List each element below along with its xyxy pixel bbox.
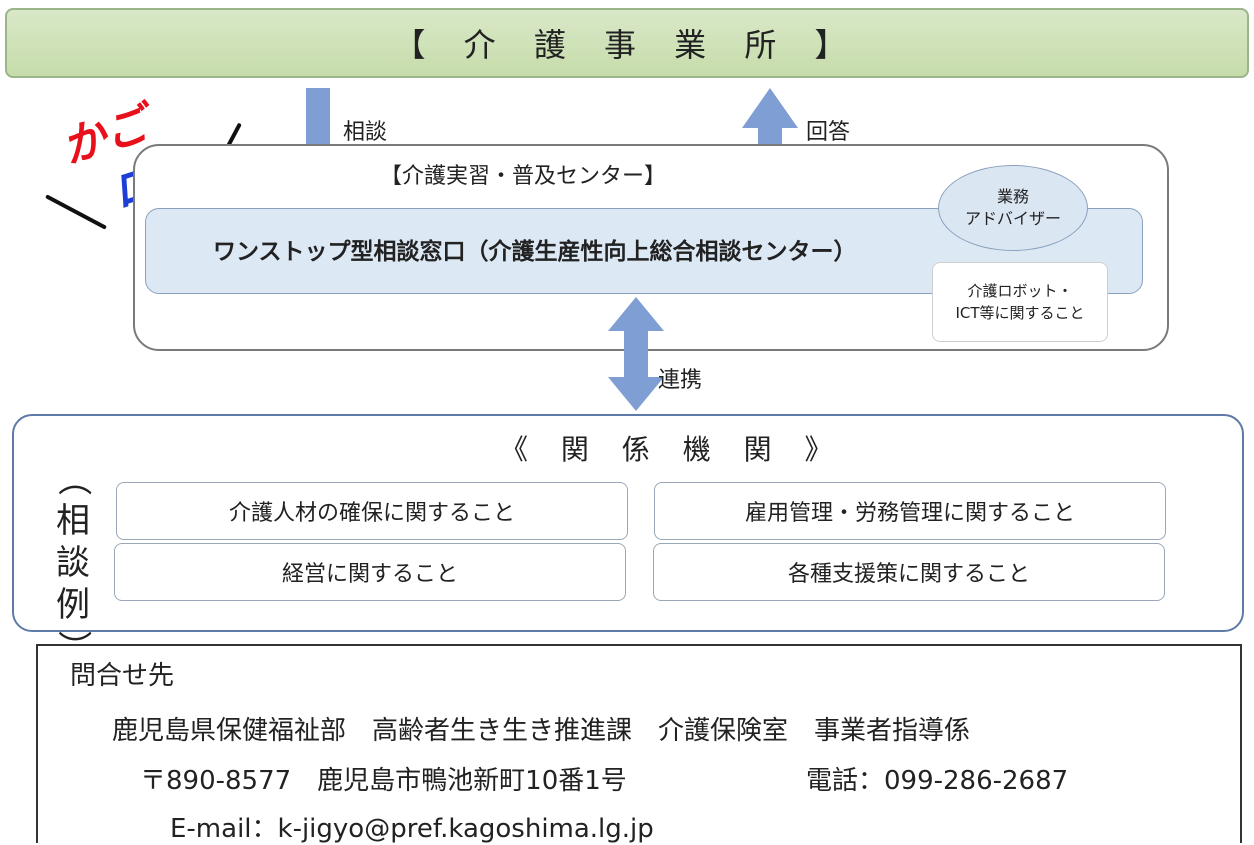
cooperate-arrow — [608, 297, 664, 411]
cooperate-label: 連携 — [658, 368, 703, 393]
related-orgs-title: 《 関 係 機 関 》 — [500, 433, 845, 466]
example-business-management: 経営に関すること — [114, 543, 626, 601]
care-center-title: 【介護実習・普及センター】 — [380, 164, 667, 189]
side-label-char: （ — [53, 462, 93, 496]
example-employment-management: 雇用管理・労務管理に関すること — [654, 482, 1166, 540]
advisor-line1: 業務 — [996, 187, 1029, 206]
side-label-char: 例 — [56, 585, 90, 625]
one-stop-label: ワンストップ型相談窓口（介護生産性向上総合相談センター） — [213, 239, 857, 265]
consult-label: 相談 — [343, 120, 388, 145]
contact-phone: 電話：099-286-2687 — [806, 766, 1069, 796]
business-advisor-bubble: 業務 アドバイザー — [938, 165, 1088, 251]
answer-arrow — [742, 88, 798, 198]
contact-box — [36, 644, 1242, 843]
contact-address: 〒890-8577 鹿児島市鴨池新町10番1号 — [140, 766, 627, 796]
side-label-char: 相 — [56, 501, 90, 541]
contact-title: 問合せ先 — [70, 661, 175, 691]
side-label-char: 談 — [56, 543, 90, 583]
example-staff-recruitment: 介護人材の確保に関すること — [116, 482, 628, 540]
example-support-measures: 各種支援策に関すること — [653, 543, 1165, 601]
answer-label: 回答 — [806, 120, 851, 145]
robot-ict-line1: 介護ロボット・ — [967, 282, 1073, 300]
logo-slash-left — [45, 194, 107, 230]
robot-ict-box: 介護ロボット・ ICT等に関すること — [932, 262, 1108, 342]
care-office-banner: 【 介 護 事 業 所 】 — [5, 8, 1249, 78]
contact-email: E-mail：k-jigyo@pref.kagoshima.lg.jp — [170, 814, 654, 844]
robot-ict-line2: ICT等に関すること — [955, 304, 1085, 322]
contact-department: 鹿児島県保健福祉部 高齢者生き生き推進課 介護保険室 事業者指導係 — [112, 716, 971, 746]
advisor-line2: アドバイザー — [964, 209, 1061, 228]
consult-examples-label: （ 相 談 例 ） — [50, 458, 96, 668]
